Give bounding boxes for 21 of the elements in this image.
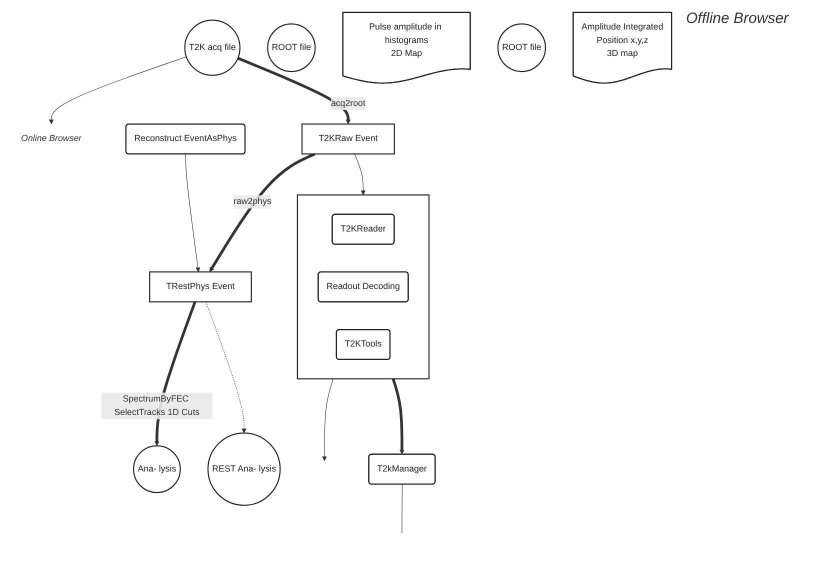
node-circle: T2K acq file [184,20,240,76]
edge-label: acq2root [330,98,366,108]
edge-label: SpectrumByFEC SelectTracks 1D Cuts [114,394,200,418]
arrow [392,378,404,454]
arrow [209,152,316,272]
arrow [185,154,200,272]
node-box: T2KRaw Event [301,123,395,154]
arrow [206,302,246,434]
arrow [237,56,351,124]
cluster [296,194,430,380]
arrow [354,154,366,196]
note-text: Offline Browser [686,10,790,27]
arrow [48,56,187,124]
node-circle: Ana- lysis [133,445,181,494]
edge-label: raw2phys [234,196,272,206]
node-text: Online Browser [21,134,82,144]
node-circle: REST Ana- lysis [207,432,281,506]
node-box: TRestPhys Event [149,271,252,302]
node-circle: ROOT file [497,23,546,72]
node-circle: ROOT file [267,23,316,72]
arrow [322,378,334,462]
